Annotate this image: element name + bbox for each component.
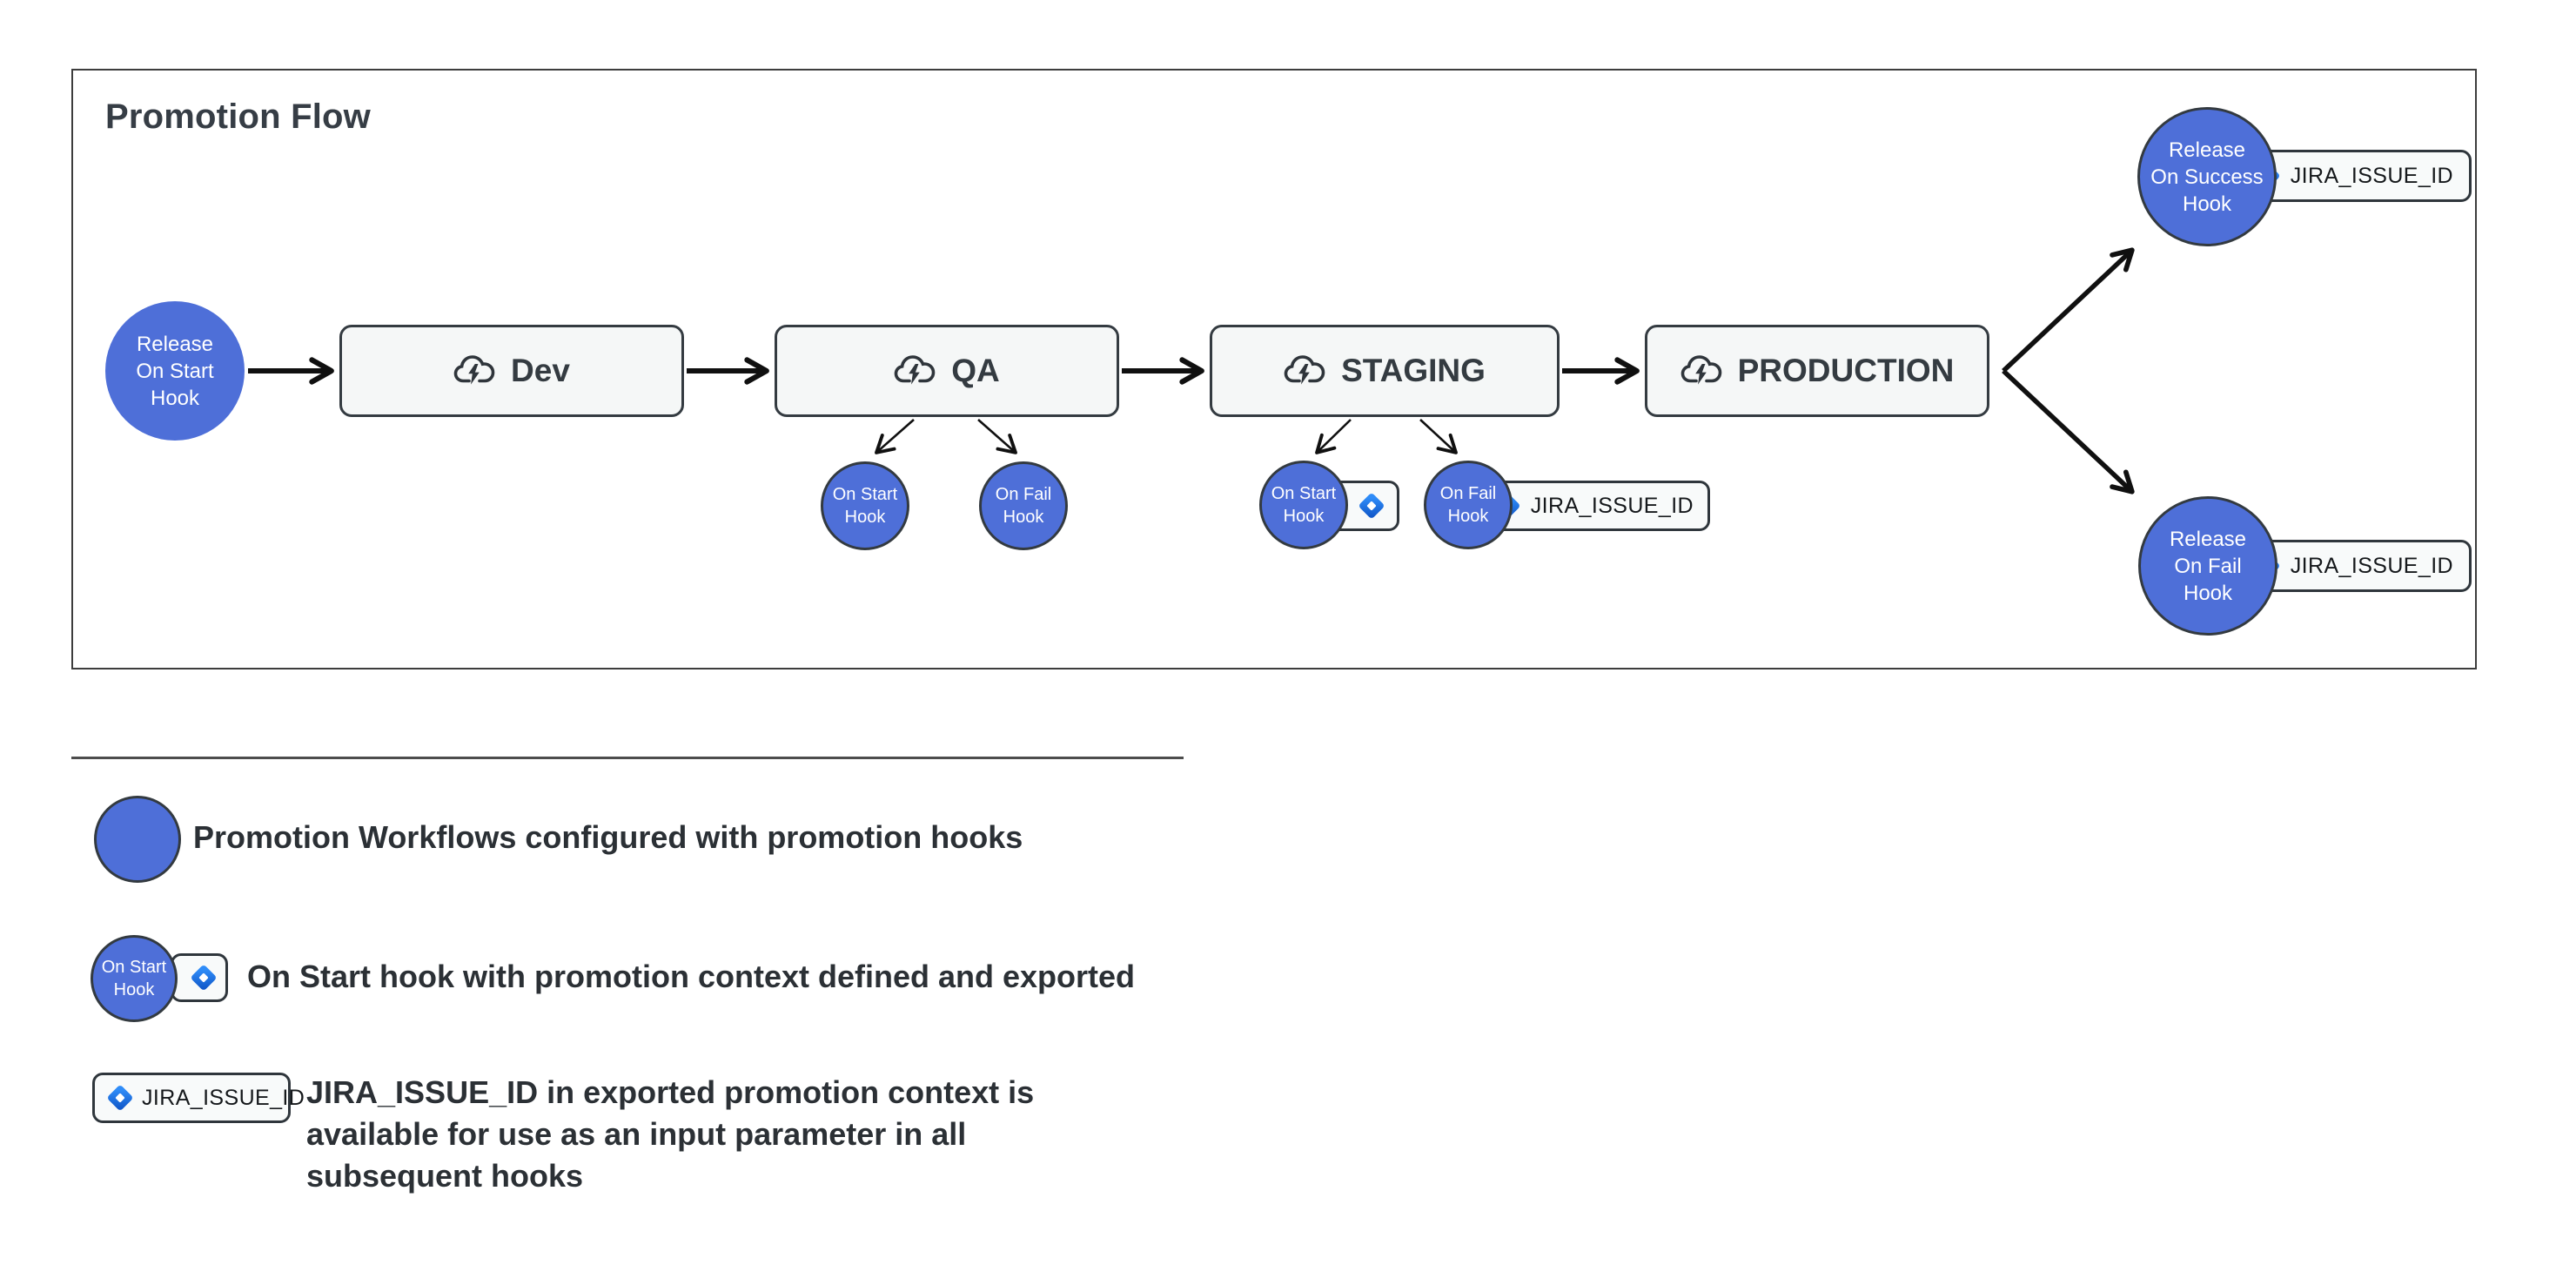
hook-label-line: Hook	[844, 508, 886, 527]
env-node-production: PRODUCTION	[1645, 325, 1989, 417]
cloud-lightning-icon	[453, 355, 495, 385]
env-label: STAGING	[1341, 353, 1486, 388]
legend-row1-text: Promotion Workflows configured with prom…	[193, 819, 1023, 855]
legend-workflow-circle	[94, 796, 181, 883]
jira-diamond-icon	[107, 1085, 133, 1111]
hook-label-line: On Start	[101, 958, 167, 977]
env-label: Dev	[511, 353, 570, 388]
cloud-lightning-icon	[894, 355, 936, 385]
panel-title: Promotion Flow	[105, 98, 371, 136]
staging-on-fail-hook-node: On Fail Hook	[1424, 461, 1513, 549]
hook-label-line: On Start	[832, 485, 898, 504]
legend-row3-line: JIRA_ISSUE_ID in exported promotion cont…	[306, 1074, 1035, 1110]
jira-issue-id-label: JIRA_ISSUE_ID	[142, 1085, 305, 1110]
env-label: QA	[951, 353, 1000, 388]
env-node-staging: STAGING	[1210, 325, 1560, 417]
legend-row3-line: available for use as an input parameter …	[306, 1116, 967, 1152]
env-node-dev: Dev	[339, 325, 684, 417]
env-node-qa: QA	[775, 325, 1119, 417]
jira-diamond-icon	[191, 965, 217, 991]
hook-label-line: On Fail	[2174, 554, 2242, 578]
legend-row2-text: On Start hook with promotion context def…	[247, 959, 1136, 994]
legend-context-badge	[171, 953, 228, 1002]
legend-divider	[71, 757, 1184, 759]
hook-label-line: Hook	[1003, 508, 1044, 527]
cloud-lightning-icon	[1680, 355, 1721, 385]
jira-issue-id-label: JIRA_ISSUE_ID	[2290, 553, 2453, 578]
legend-onstart-circle: On Start Hook	[91, 935, 178, 1022]
release-on-start-hook-node: Release On Start Hook	[105, 301, 245, 441]
hook-label-line: On Fail	[995, 485, 1052, 504]
release-on-fail-hook-node: Release On Fail Hook	[2138, 496, 2277, 636]
jira-issue-id-label: JIRA_ISSUE_ID	[1530, 493, 1694, 518]
hook-label-line: Hook	[1283, 507, 1325, 526]
hook-label-line: Hook	[2182, 192, 2232, 216]
legend-jira-badge: JIRA_ISSUE_ID	[92, 1073, 305, 1123]
release-on-success-hook-node: Release On Success Hook	[2137, 107, 2277, 246]
hook-label-line: On Success	[2150, 165, 2264, 189]
qa-on-start-hook-node: On Start Hook	[821, 461, 909, 550]
jira-issue-id-label: JIRA_ISSUE_ID	[2290, 163, 2453, 188]
hook-label-line: Hook	[1447, 507, 1489, 526]
hook-label-line: Release	[136, 332, 214, 356]
legend-row3-text: JIRA_ISSUE_ID in exported promotion cont…	[306, 1072, 1034, 1197]
jira-diamond-icon	[1358, 493, 1385, 519]
hook-label-line: Release	[2169, 527, 2247, 551]
cloud-lightning-icon	[1284, 355, 1325, 385]
env-label: PRODUCTION	[1737, 353, 1955, 388]
hook-label-line: Hook	[2183, 581, 2233, 605]
legend-row3-line: subsequent hooks	[306, 1158, 584, 1194]
hook-label-line: On Fail	[1439, 484, 1497, 503]
qa-on-fail-hook-node: On Fail Hook	[979, 461, 1068, 550]
hook-label-line: Release	[2168, 138, 2246, 162]
hook-label-line: Hook	[150, 386, 200, 410]
staging-on-start-hook-node: On Start Hook	[1259, 461, 1348, 549]
hook-label-line: On Start	[136, 359, 214, 383]
hook-label-line: On Start	[1271, 484, 1337, 503]
hook-label-line: Hook	[113, 980, 155, 999]
